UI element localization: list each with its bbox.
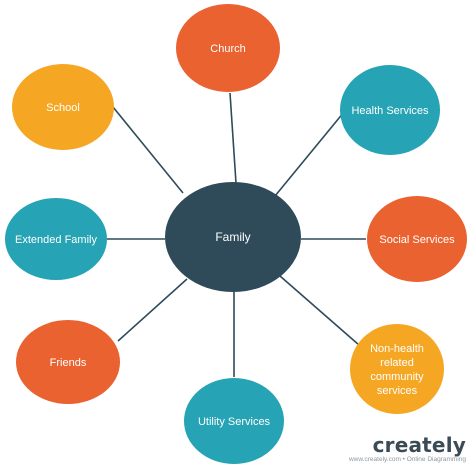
edge-family-friends [117, 278, 188, 342]
node-shape-health-services [340, 65, 440, 155]
edge-family-non-health-community-services [279, 275, 360, 346]
edge-family-health-services [274, 111, 345, 197]
node-label-extended-family: Extended Family [15, 234, 97, 246]
node-label-friends: Friends [50, 357, 87, 369]
node-family: Family [165, 182, 301, 292]
node-label-utility-services: Utility Services [198, 416, 271, 428]
node-shape-friends [16, 320, 120, 404]
node-friends: Friends [16, 320, 120, 404]
node-label-social-services: Social Services [379, 234, 455, 246]
node-label-school: School [46, 102, 80, 114]
node-shape-church [176, 4, 280, 92]
edge-family-church [229, 92, 237, 184]
connector-lines [107, 92, 366, 377]
node-shape-utility-services [184, 378, 284, 464]
node-label-health-services: Health Services [351, 105, 429, 117]
node-shape-extended-family [5, 198, 107, 280]
node-extended-family: Extended Family [5, 198, 107, 280]
node-label-church: Church [210, 43, 245, 55]
node-label-family: Family [215, 230, 250, 244]
node-shape-family [165, 182, 301, 292]
node-shape-school [12, 64, 114, 150]
node-church: Church [176, 4, 280, 92]
node-social-services: Social Services [367, 196, 467, 282]
edge-family-school [112, 106, 184, 194]
node-shape-non-health-community-services [350, 324, 444, 414]
node-shape-social-services [367, 196, 467, 282]
node-health-services: Health Services [340, 65, 440, 155]
node-school: School [12, 64, 114, 150]
node-utility-services: Utility Services [184, 378, 284, 464]
